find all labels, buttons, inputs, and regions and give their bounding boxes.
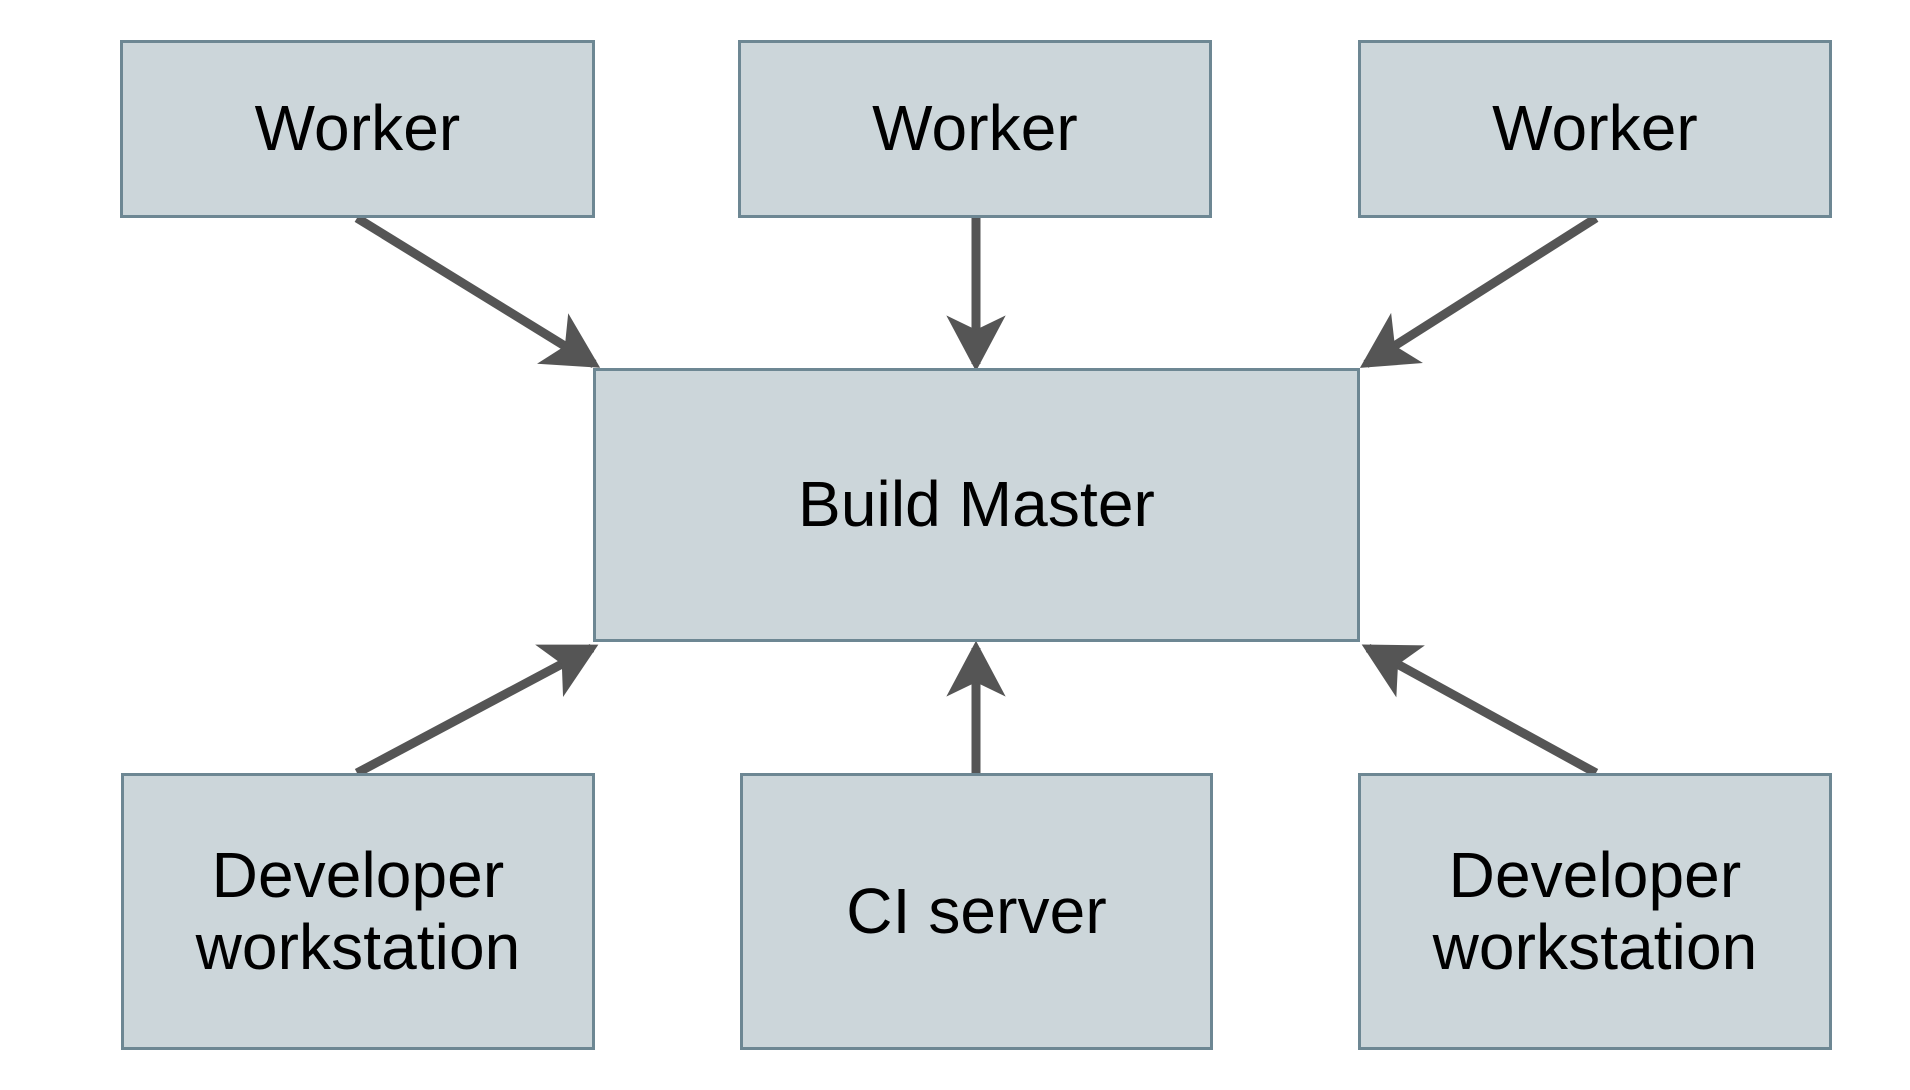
edge-worker-3-to-build-master [1359,214,1599,368]
node-build-master-label: Build Master [798,468,1155,541]
node-build-master[interactable]: Build Master [593,368,1360,642]
node-ci-server[interactable]: CI server [740,773,1213,1050]
node-developer-workstation-left-label: Developer workstation [195,838,521,983]
node-worker-1[interactable]: Worker [120,40,595,218]
node-worker-2-label: Worker [872,92,1078,165]
node-worker-2[interactable]: Worker [738,40,1212,218]
edge-dev-left-to-build-master [354,644,599,777]
node-developer-workstation-right[interactable]: Developer workstation [1358,773,1832,1050]
node-worker-3-label: Worker [1492,92,1698,165]
node-ci-server-label: CI server [846,874,1107,947]
node-worker-1-label: Worker [254,92,461,165]
node-developer-workstation-right-label: Developer workstation [1432,838,1758,983]
edge-dev-right-to-build-master [1361,644,1599,777]
edge-worker-1-to-build-master [354,214,601,368]
node-developer-workstation-left[interactable]: Developer workstation [121,773,595,1050]
node-worker-3[interactable]: Worker [1358,40,1832,218]
